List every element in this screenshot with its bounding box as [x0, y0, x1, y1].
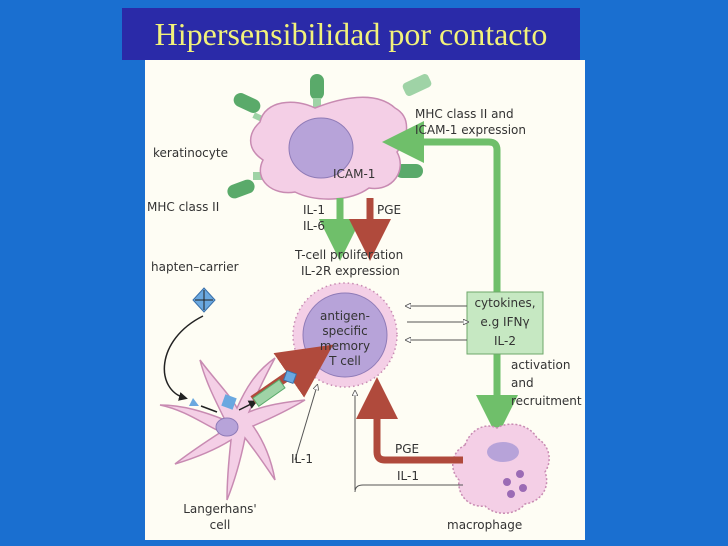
label-il1: IL-1 — [303, 203, 325, 217]
label-pge-bottom: PGE — [395, 442, 420, 456]
white-arrow-il1-macrophage — [354, 484, 463, 493]
label-pge-top: PGE — [377, 203, 402, 217]
label-macrophage: macrophage — [447, 518, 523, 532]
label-cytokines-1: cytokines, — [474, 296, 536, 310]
red-arrow-pge-macrophage — [356, 377, 463, 464]
keratinocyte-cell — [227, 74, 432, 200]
label-hapten-carrier: hapten–carrier — [151, 260, 239, 274]
label-langerhans-1: Langerhans' — [183, 502, 257, 516]
label-cytokines-3: IL-2 — [494, 334, 516, 348]
label-activation-3: recruitment — [511, 394, 582, 408]
label-tcell-proliferation: T-cell proliferation — [295, 248, 404, 262]
label-memory-tcell-3: memory — [319, 339, 371, 353]
white-arrow-il1-left — [294, 386, 317, 461]
diagram-svg — [159, 74, 550, 514]
label-il1-bottom: IL-1 — [397, 469, 419, 483]
slide-title: Hipersensibilidad por contacto — [154, 15, 548, 52]
label-il1-left: IL-1 — [291, 452, 313, 466]
cytokine-box — [466, 291, 544, 355]
title-bar: Hipersensibilidad por contacto — [122, 8, 580, 60]
diagram-panel: keratinocyte MHC class II hapten–carrier… — [145, 60, 585, 540]
label-cytokines-2: e.g IFNγ — [480, 315, 530, 329]
label-activation-1: activation — [511, 358, 571, 372]
label-keratinocyte: keratinocyte — [153, 146, 228, 160]
processing-arrow — [200, 402, 255, 413]
label-memory-tcell-1: antigen- — [320, 309, 370, 323]
label-il2r-expression: IL-2R expression — [301, 264, 400, 278]
label-activation-2: and — [511, 376, 534, 390]
macrophage-cell — [452, 423, 550, 514]
langerhans-cell — [159, 357, 306, 501]
green-feedback-arrow — [382, 121, 501, 400]
label-langerhans-2: cell — [209, 518, 231, 532]
label-mhc-icam-1: MHC class II and — [415, 107, 514, 121]
hapten-carrier-icon — [192, 287, 216, 313]
label-il6: IL-6 — [303, 219, 325, 233]
hapten-uptake-arrow — [163, 315, 204, 401]
label-memory-tcell-2: specific — [322, 324, 368, 338]
label-mhc-class-ii: MHC class II — [147, 200, 220, 214]
label-memory-tcell-4: T cell — [329, 354, 361, 368]
label-icam1: ICAM-1 — [333, 167, 376, 181]
antigen-icon — [282, 369, 298, 385]
mhc-complex-icon — [252, 379, 286, 407]
label-mhc-icam-2: ICAM-1 expression — [415, 123, 526, 137]
